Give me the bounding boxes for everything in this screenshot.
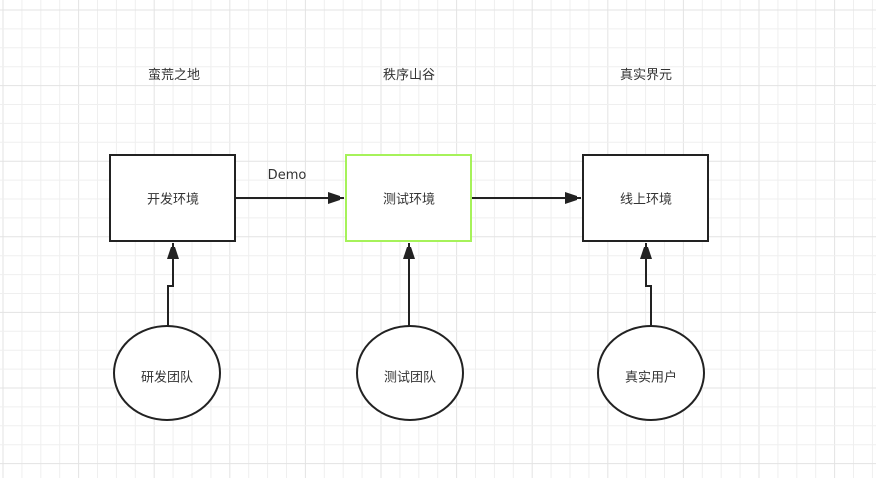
zone-label-real-realm: 真实界元 — [619, 68, 673, 83]
node-label-prod-env: 线上环境 — [619, 192, 673, 208]
node-test-team[interactable] — [356, 325, 464, 421]
node-label-dev-env: 开发环境 — [146, 192, 200, 208]
node-dev-team[interactable] — [113, 325, 221, 421]
zone-label-wilderness: 蛮荒之地 — [147, 68, 201, 83]
edge-label-demo: Demo — [267, 168, 307, 183]
node-dev-env[interactable] — [109, 154, 236, 242]
node-label-test-team: 测试团队 — [383, 370, 437, 386]
node-real-users[interactable] — [597, 325, 705, 421]
node-prod-env[interactable] — [582, 154, 709, 242]
node-test-env[interactable] — [345, 154, 472, 242]
node-label-real-users: 真实用户 — [624, 370, 678, 386]
node-label-test-env: 测试环境 — [382, 192, 436, 208]
node-label-dev-team: 研发团队 — [140, 370, 194, 386]
zone-label-order-valley: 秩序山谷 — [382, 68, 436, 83]
edge-real-users-to-prod-env[interactable] — [646, 243, 652, 326]
edge-dev-team-to-dev-env[interactable] — [167, 243, 173, 326]
